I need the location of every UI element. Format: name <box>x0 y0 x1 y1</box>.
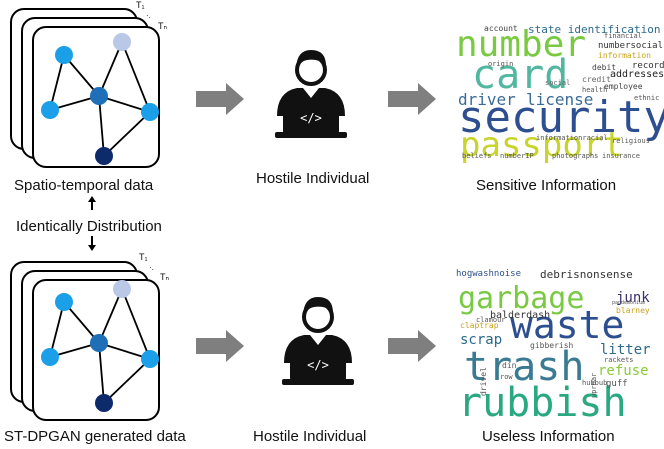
cloud-word: debrisnonsense <box>540 268 633 281</box>
graph-node <box>55 46 73 64</box>
cloud-word: card <box>472 52 568 98</box>
bottom-data-caption: ST-DPGAN generated data <box>4 428 186 445</box>
cloud-word: clamour <box>476 316 506 324</box>
cloud-word: information <box>598 51 651 60</box>
bottom-graph-stack: T₁ ·. Tₙ <box>10 252 169 421</box>
cloud-word: insurance <box>602 152 640 160</box>
layer-label-last: Tₙ <box>158 21 167 31</box>
cloud-word: blarney <box>616 306 650 315</box>
cloud-word: credit <box>582 75 611 84</box>
cloud-word: scrap <box>460 332 502 348</box>
cloud-word: hubbub <box>582 379 607 387</box>
cloud-word: origin <box>488 60 513 68</box>
cloud-word: license <box>526 90 593 109</box>
layer-ellipsis: ·. <box>149 263 154 272</box>
graph-node <box>41 348 59 366</box>
cloud-word: hogwashnoise <box>456 269 521 279</box>
layer-label-last: Tₙ <box>160 272 169 282</box>
cloud-word: rubbish <box>458 380 627 426</box>
useless-word-cloud: garbage waste trash rubbish junk scrap l… <box>456 268 651 426</box>
cloud-word: financial <box>604 32 642 40</box>
hostile-person-icon <box>273 48 349 140</box>
top-data-caption: Spatio-temporal data <box>14 177 154 194</box>
cloud-word: social <box>545 79 570 87</box>
cloud-word: uproar <box>590 373 598 398</box>
cloud-word: informationracial <box>536 134 608 142</box>
cloud-word: refuse <box>598 363 649 379</box>
cloud-word: driver <box>458 90 516 109</box>
cloud-word: drivel <box>479 367 488 396</box>
arrow-to-person <box>196 83 244 115</box>
cloud-word: waste <box>510 303 624 347</box>
graph-node <box>141 350 159 368</box>
bottom-person-caption: Hostile Individual <box>253 428 367 445</box>
cloud-word: security <box>458 92 664 143</box>
graph-node <box>55 293 73 311</box>
cloud-word: beliefs <box>462 152 492 160</box>
cloud-word: photographs <box>552 152 598 160</box>
top-graph-stack: T₁ ·. Tₙ <box>10 0 167 168</box>
cloud-word: record <box>632 61 664 71</box>
sensitive-word-cloud: number card security passport driver lic… <box>456 23 664 165</box>
cloud-word: state identification <box>528 23 660 36</box>
layer-label-first: T₁ <box>136 0 145 10</box>
cloud-word: passport <box>460 125 624 165</box>
layer-ellipsis: ·. <box>146 11 151 20</box>
graph-node <box>113 33 131 51</box>
graph-node <box>90 334 108 352</box>
cloud-word: addresses <box>610 69 664 80</box>
arrow-to-result <box>388 330 436 362</box>
cloud-word: religious <box>612 137 650 145</box>
graph-node <box>90 87 108 105</box>
cloud-word: gibberish <box>530 341 574 350</box>
graph-node <box>95 394 113 412</box>
hostile-person-icon <box>280 295 356 387</box>
graph-node <box>41 101 59 119</box>
cloud-word: debit <box>592 63 616 72</box>
identical-distribution-relation <box>88 196 96 251</box>
cloud-word: pandemonium <box>612 300 645 306</box>
graph-node <box>95 147 113 165</box>
cloud-word: litter <box>600 342 651 358</box>
graph-node <box>141 103 159 121</box>
relation-label: Identically Distribution <box>16 218 162 235</box>
cloud-word: garbage <box>458 281 584 316</box>
cloud-word: guff <box>606 379 628 389</box>
top-person-caption: Hostile Individual <box>256 170 370 187</box>
top-result-caption: Sensitive Information <box>476 177 617 194</box>
cloud-word: account <box>484 24 518 33</box>
bottom-result-caption: Useless Information <box>482 428 615 445</box>
arrow-to-result <box>388 83 436 115</box>
cloud-word: trash <box>464 344 584 390</box>
cloud-word: health <box>582 86 607 94</box>
layer-label-first: T₁ <box>139 252 148 262</box>
arrow-to-person <box>196 330 244 362</box>
cloud-word: balderdash <box>490 310 550 321</box>
cloud-word: claptrap <box>460 321 499 330</box>
cloud-word: employee <box>604 82 643 91</box>
cloud-word: rackets <box>604 356 634 364</box>
cloud-word: din <box>502 361 517 370</box>
cloud-word: junk <box>616 290 650 306</box>
graph-node <box>113 280 131 298</box>
cloud-word: number <box>456 24 586 65</box>
cloud-word: row <box>500 373 513 381</box>
cloud-word: numberIP <box>500 152 534 160</box>
cloud-word: ethnic <box>634 94 659 102</box>
cloud-word: numbersocial <box>598 41 663 51</box>
